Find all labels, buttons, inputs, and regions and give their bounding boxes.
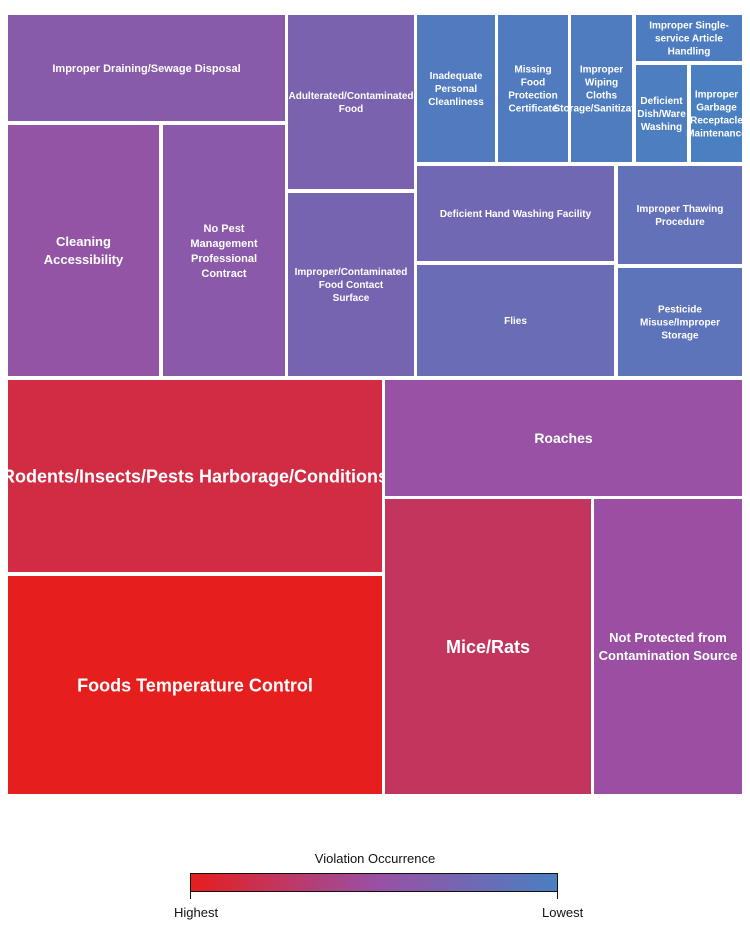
legend-low-label: Highest — [174, 905, 219, 920]
tile-inadequate-personal-cleanliness — [417, 15, 495, 162]
tile-cleaning-accessibility — [8, 125, 159, 376]
tile-label-rodents-insects-pests-harborage-conditions: Rodents/Insects/Pests Harborage/Conditio… — [2, 466, 388, 486]
tile-label-improper-draining-sewage-disposal: Improper Draining/Sewage Disposal — [52, 63, 240, 75]
legend-high-label: Lowest — [542, 905, 584, 920]
tile-label-roaches: Roaches — [534, 430, 593, 446]
tile-improper-draining-sewage-disposal — [8, 15, 285, 121]
tile-roaches — [385, 380, 742, 496]
tile-improper-single-service-article-handling — [636, 15, 742, 61]
tile-adulterated-contaminated-food — [288, 15, 414, 189]
tile-deficient-dish-ware-washing — [636, 65, 687, 162]
tile-deficient-hand-washing-facility — [417, 166, 614, 261]
tile-improper-garbage-receptacle-maintenance — [691, 65, 742, 162]
tile-improper-wiping-cloths-storage-sanitization — [571, 15, 632, 162]
tile-foods-temperature-control — [8, 576, 382, 794]
tile-label-foods-temperature-control: Foods Temperature Control — [77, 675, 313, 695]
legend-tick-high — [557, 892, 558, 899]
tile-label-mice-rats: Mice/Rats — [446, 637, 530, 657]
tile-label-flies: Flies — [504, 316, 527, 327]
tile-not-protected-from-contamination-source — [594, 499, 742, 794]
legend-tick-low — [190, 892, 191, 899]
tile-pesticide-misuse-improper-storage — [618, 268, 742, 376]
tile-mice-rats — [385, 499, 591, 794]
tile-missing-food-protection-certificate — [498, 15, 568, 162]
tile-improper-thawing-procedure — [618, 166, 742, 264]
legend-title: Violation Occurrence — [314, 851, 436, 866]
tile-flies — [417, 265, 614, 376]
tile-label-deficient-hand-washing-facility: Deficient Hand Washing Facility — [440, 209, 592, 220]
tile-rodents-insects-pests-harborage-conditions — [8, 380, 382, 572]
tile-improper-contaminated-food-contact-surface — [288, 193, 414, 376]
tile-no-pest-management-professional-contract — [163, 125, 285, 376]
legend-color-bar — [190, 873, 558, 892]
